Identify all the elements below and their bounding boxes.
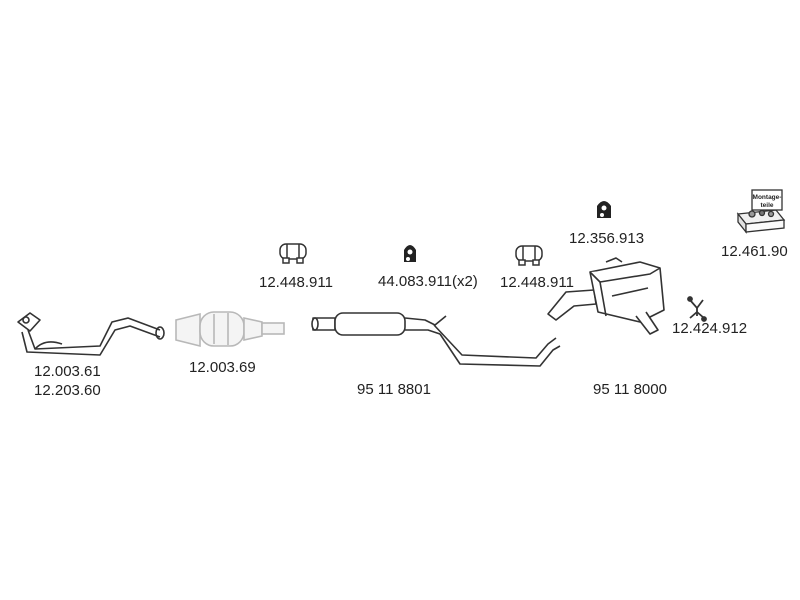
- front-pipe: [17, 312, 165, 356]
- rubber-hanger-rear-code: 12.356.913: [569, 230, 645, 247]
- middle-silencer: [311, 312, 561, 367]
- rubber-hanger-middle-code: 44.083.911(x2): [378, 273, 478, 290]
- clamp-right: [515, 245, 543, 266]
- gasket-code: 12.424.912: [672, 320, 748, 337]
- mounting-kit: [736, 189, 786, 234]
- mounting-kit-code: 12.461.90: [721, 243, 788, 260]
- clamp-right-code: 12.448.911: [500, 274, 574, 291]
- front-pipe-code-2: 12.203.60: [34, 382, 101, 399]
- clamp-left: [279, 243, 307, 264]
- catalytic-converter-code: 12.003.69: [189, 359, 256, 376]
- rear-silencer: [547, 257, 665, 335]
- catalytic-converter: [175, 311, 285, 348]
- gasket: [687, 296, 707, 322]
- mounting-kit-box-label-line2: teile: [760, 202, 773, 209]
- mounting-kit-box-label-line1: Montage-: [753, 194, 782, 201]
- clamp-left-code: 12.448.911: [259, 274, 333, 291]
- rear-silencer-code: 95 11 8000: [593, 381, 667, 398]
- middle-silencer-code: 95 11 8801: [357, 381, 431, 398]
- rubber-hanger-middle: [404, 245, 416, 262]
- rubber-hanger-rear: [597, 201, 611, 218]
- front-pipe-code-1: 12.003.61: [34, 363, 101, 380]
